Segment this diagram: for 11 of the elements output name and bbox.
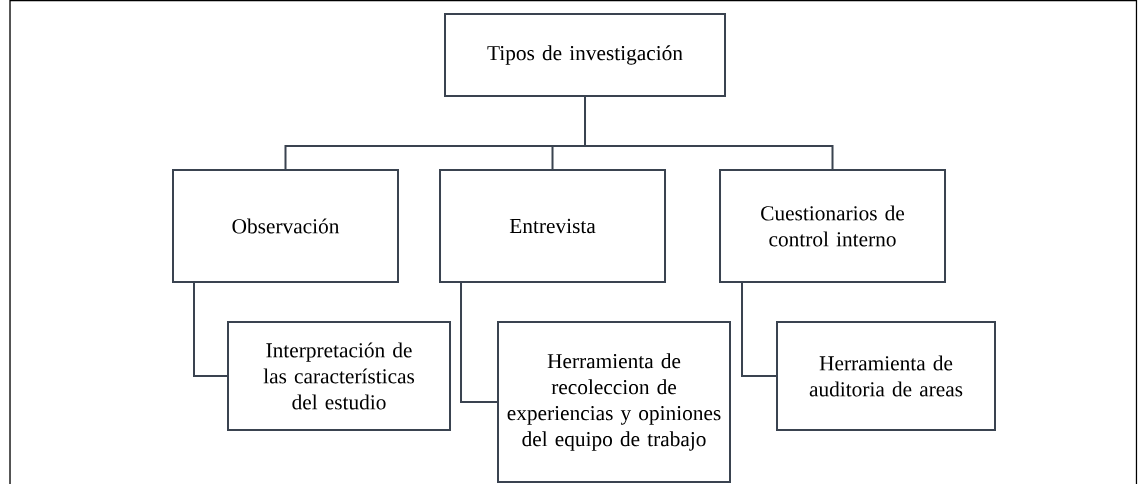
root-box: Tipos de investigación	[444, 13, 726, 97]
connector-line	[741, 282, 777, 377]
detail-box: Herramienta de auditoria de areas	[776, 321, 996, 431]
detail-box: Herramienta de recoleccion de experiencias y opiniones del equipo de trabajo	[497, 321, 731, 483]
connector-line	[193, 282, 228, 377]
detail-box: Interpretación de las características del estudio	[227, 321, 451, 431]
category-box: Entrevista	[439, 169, 666, 283]
category-box: Cuestionarios de control interno	[719, 169, 946, 283]
connector-line	[460, 282, 498, 403]
connector-line	[584, 96, 834, 170]
category-box: Observación	[172, 169, 399, 283]
